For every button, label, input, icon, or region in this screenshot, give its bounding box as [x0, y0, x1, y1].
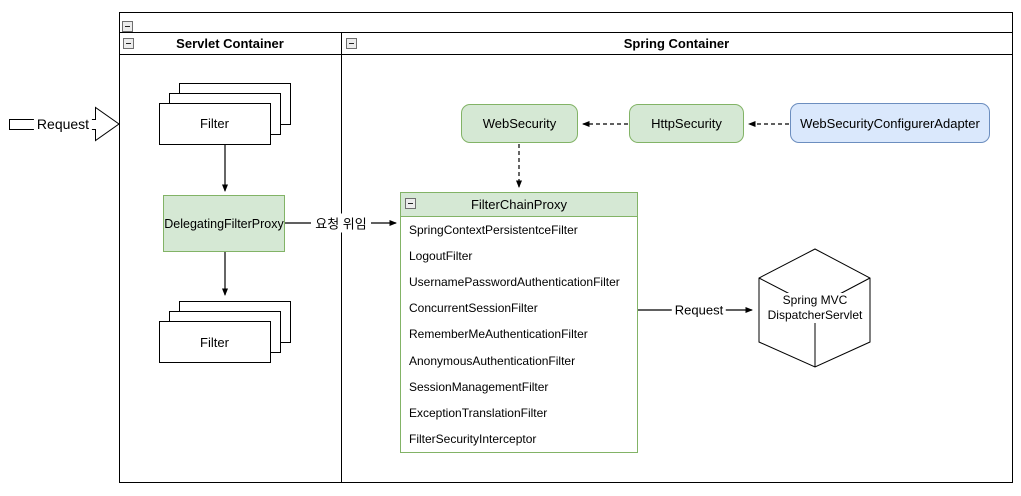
list-item[interactable]: SessionManagementFilter: [409, 379, 549, 394]
minus-icon: [349, 43, 354, 44]
request-arrow-label: Request: [33, 116, 93, 132]
minus-icon: [125, 26, 130, 27]
filter-chain-proxy-list: SpringContextPersistentceFilter LogoutFi…: [400, 217, 638, 453]
dispatcher-servlet-label-line1: Spring MVC: [782, 293, 848, 307]
servlet-container-lane-title[interactable]: Servlet Container: [176, 35, 284, 51]
web-security-node[interactable]: WebSecurity: [461, 104, 578, 143]
list-item[interactable]: RememberMeAuthenticationFilter: [409, 327, 588, 342]
list-item[interactable]: ExceptionTranslationFilter: [409, 405, 548, 420]
list-item[interactable]: SpringContextPersistentceFilter: [409, 223, 578, 238]
servlet-lane-collapse-icon[interactable]: [123, 38, 134, 49]
list-item[interactable]: AnonymousAuthenticationFilter: [409, 353, 576, 368]
minus-icon: [408, 203, 413, 204]
filter-stack-bottom-label: Filter: [200, 335, 229, 350]
outer-container-border[interactable]: [119, 12, 1013, 483]
web-security-configurer-adapter-node[interactable]: WebSecurityConfigurerAdapter: [790, 103, 990, 143]
spring-lane-collapse-icon[interactable]: [346, 38, 357, 49]
filter-chain-proxy-title: FilterChainProxy: [470, 197, 568, 212]
dispatcher-servlet-label: Spring MVC DispatcherServlet: [765, 293, 865, 323]
spring-container-lane-title[interactable]: Spring Container: [623, 35, 730, 51]
dispatcher-servlet-label-line2: DispatcherServlet: [767, 308, 863, 322]
filter-stack-top[interactable]: [159, 83, 291, 145]
delegating-filter-proxy-node[interactable]: DelegatingFilterProxy: [163, 195, 285, 252]
filterchainproxy-collapse-icon[interactable]: [405, 198, 416, 209]
list-item[interactable]: ConcurrentSessionFilter: [409, 301, 538, 316]
list-item[interactable]: UsernamePasswordAuthenticationFilter: [409, 275, 620, 290]
request-edge-label: Request: [671, 302, 727, 318]
minus-icon: [126, 43, 131, 44]
filter-stack-top-label: Filter: [200, 116, 229, 131]
http-security-node[interactable]: HttpSecurity: [629, 104, 744, 143]
filter-stack-bottom[interactable]: [159, 301, 291, 363]
filter-chain-proxy-header[interactable]: FilterChainProxy: [400, 192, 638, 217]
outer-collapse-icon[interactable]: [122, 21, 133, 32]
list-item[interactable]: LogoutFilter: [409, 249, 473, 264]
list-item[interactable]: FilterSecurityInterceptor: [409, 431, 537, 446]
delegation-edge-label: 요청 위임: [312, 213, 370, 233]
